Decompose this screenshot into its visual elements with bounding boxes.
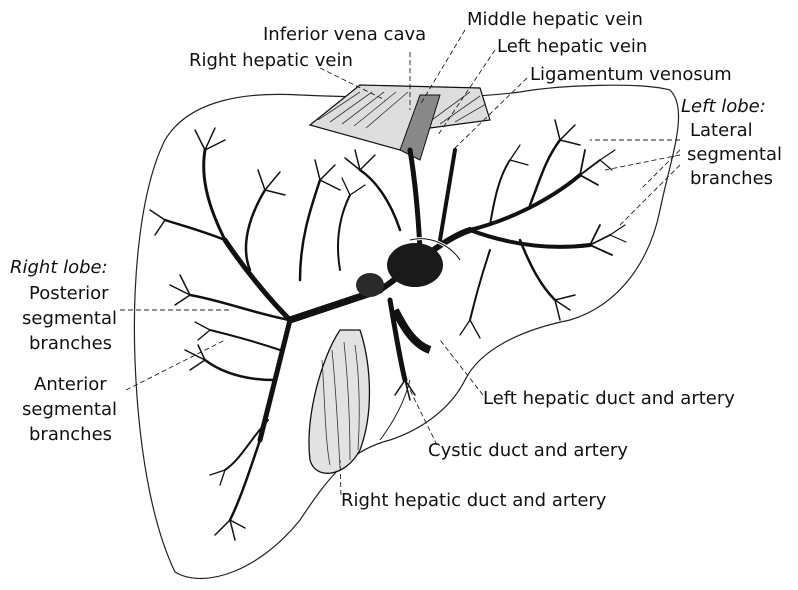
label-left-hepatic-vein: Left hepatic vein: [497, 36, 647, 57]
label-middle-hepatic-vein: Middle hepatic vein: [467, 9, 643, 30]
hilar-vessels: [356, 239, 460, 350]
fissure-line: [380, 380, 410, 440]
label-anterior-line-3: branches: [29, 424, 112, 445]
label-right-hepatic-duct: Right hepatic duct and artery: [341, 490, 606, 511]
label-posterior-line-2: segmental: [22, 308, 117, 329]
label-left-hepatic-duct: Left hepatic duct and artery: [483, 388, 735, 409]
label-right-hepatic-vein: Right hepatic vein: [189, 50, 353, 71]
label-cystic-duct: Cystic duct and artery: [428, 440, 628, 461]
label-anterior-line-1: Anterior: [34, 374, 107, 395]
label-inferior-vena-cava: Inferior vena cava: [263, 24, 426, 45]
label-lateral-line-2: segmental: [687, 144, 782, 165]
label-left-lobe-heading: Left lobe:: [681, 96, 766, 117]
label-lateral-line-3: branches: [690, 168, 773, 189]
label-posterior-line-1: Posterior: [29, 283, 109, 304]
vascular-tree: [150, 120, 626, 540]
label-anterior-line-2: segmental: [22, 399, 117, 420]
label-right-lobe-heading: Right lobe:: [10, 257, 108, 278]
label-ligamentum-venosum: Ligamentum venosum: [530, 64, 732, 85]
label-posterior-line-3: branches: [29, 333, 112, 354]
label-lateral-line-1: Lateral: [690, 120, 753, 141]
